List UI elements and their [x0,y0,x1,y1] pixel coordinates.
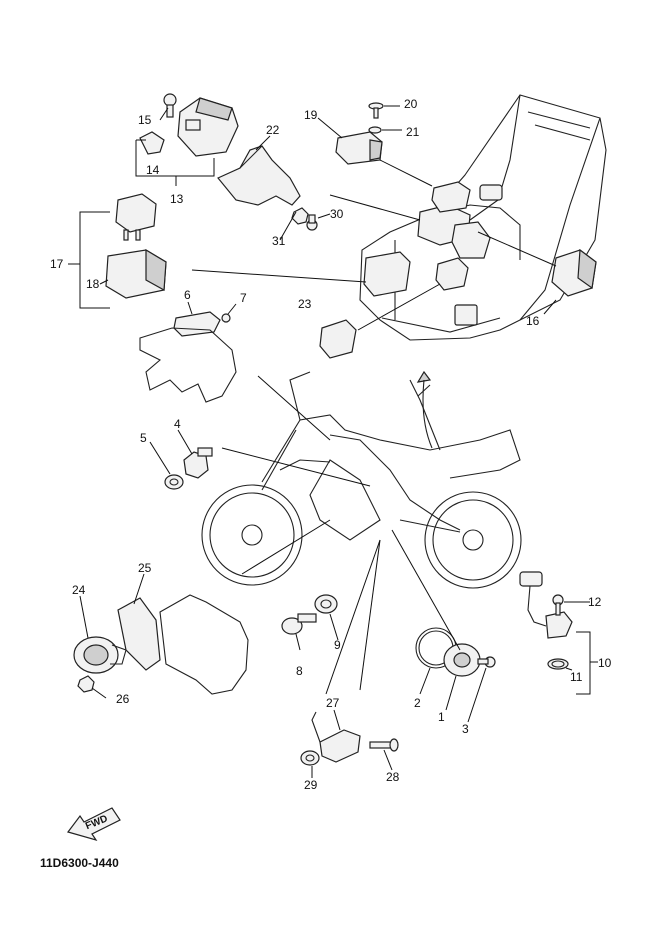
callout-8: 8 [296,664,303,678]
fwd-arrow: FWD [66,807,121,842]
mount-bracket [139,327,237,403]
callout-14: 14 [146,163,160,177]
callout-18: 18 [86,277,100,291]
relay-13 [177,97,239,157]
callout-24: 24 [72,583,86,597]
bracket-22 [217,145,301,206]
relay-18 [105,248,167,299]
callout-15: 15 [138,113,152,127]
switch-8 [281,613,317,635]
callouts: 1 2 3 4 5 6 7 8 9 10 11 12 13 14 15 16 1… [50,97,612,792]
sensor-27 [311,711,361,763]
horn-bracket [159,594,249,695]
horn-24 [73,636,127,674]
callout-10: 10 [598,656,612,670]
callout-6: 6 [184,288,191,302]
grommet-9 [314,594,338,614]
rear-frame-assembly [359,94,607,341]
callout-29: 29 [304,778,318,792]
connector-19 [335,131,383,165]
callout-12: 12 [588,595,602,609]
callout-26: 26 [116,692,130,706]
callout-21: 21 [406,125,420,139]
bolt-30 [306,214,318,231]
callout-11: 11 [570,670,583,684]
callout-9: 9 [334,638,341,652]
direction-arrow [416,370,433,449]
bolt-15 [163,93,177,118]
callout-4: 4 [174,417,181,431]
callout-7: 7 [240,291,247,305]
callout-30: 30 [330,207,344,221]
fuse-box-cluster [417,181,491,259]
nut-7 [221,313,231,323]
callout-23: 23 [298,297,312,311]
callout-28: 28 [386,770,400,784]
motorcycle [201,371,522,589]
callout-25: 25 [138,561,152,575]
callout-19: 19 [304,108,318,122]
cover-25 [117,597,161,671]
leader-lines [68,105,598,778]
connector-23 [319,319,357,359]
callout-17: 17 [50,257,64,271]
callout-31: 31 [272,234,286,248]
clip-14 [139,131,165,155]
callout-5: 5 [140,431,147,445]
sensor-4 [183,447,213,479]
nut-31 [291,207,309,225]
relay-16 [551,248,597,297]
callout-1: 1 [438,710,445,724]
screw-3 [477,656,496,668]
washer-21 [368,126,382,134]
relay-17 [115,193,157,241]
callout-3: 3 [462,722,469,736]
drawing-code: 11D6300-J440 [40,856,119,870]
sensor-10 [519,571,573,639]
starter-relay-block [363,251,469,297]
sensor-1 [443,643,481,677]
bolt-26 [77,675,95,693]
callout-20: 20 [404,97,418,111]
washer-29 [300,750,320,766]
callout-27: 27 [326,696,340,710]
callout-16: 16 [526,314,540,328]
o-ring-11 [547,658,569,670]
callout-22: 22 [266,123,280,137]
screw-20 [368,102,384,119]
bolt-28 [369,738,399,752]
gasket-5 [164,474,184,490]
bolt-12 [552,594,564,616]
callout-13: 13 [170,192,184,206]
callout-2: 2 [414,696,421,710]
